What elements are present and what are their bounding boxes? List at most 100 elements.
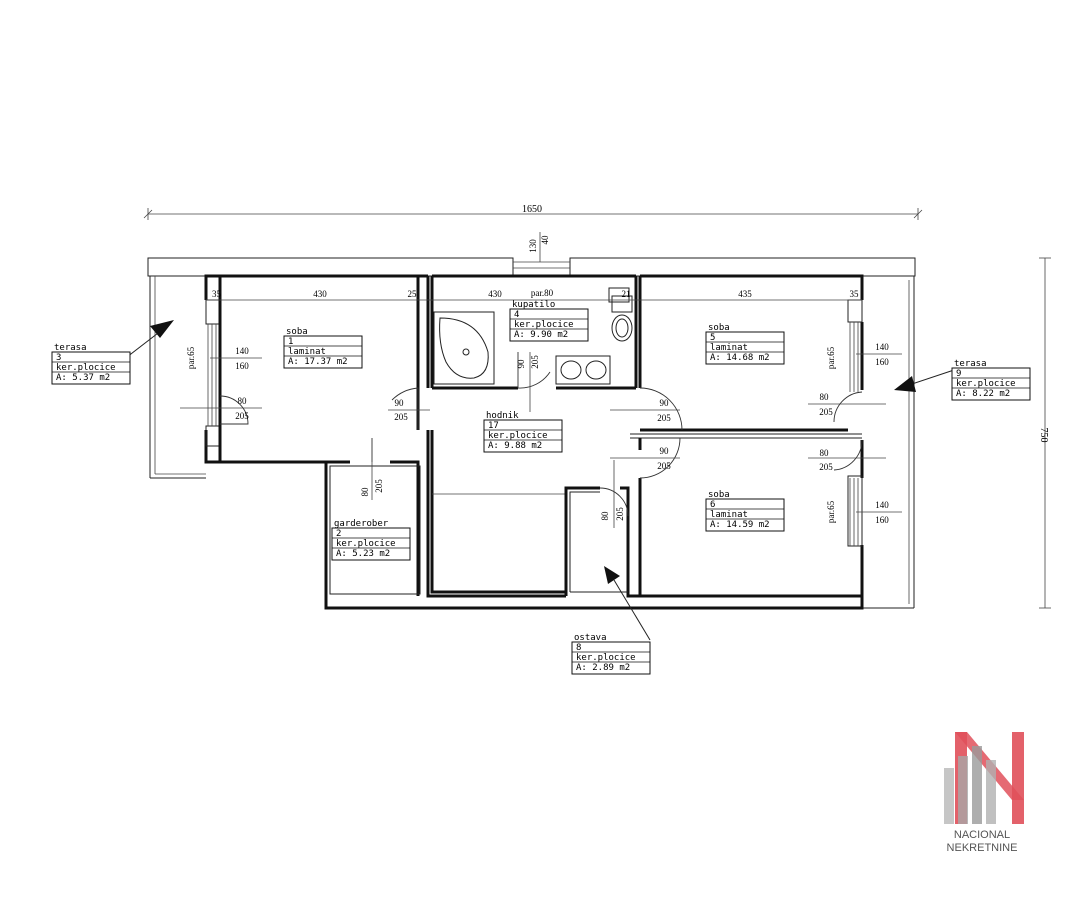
door-soba1-hodnik [391, 387, 419, 430]
bathtub-icon [433, 311, 495, 385]
room-area: A: 14.59 m2 [710, 520, 770, 530]
room-label-box [705, 498, 785, 532]
room-number: 17 [488, 421, 499, 431]
nacional-nekretnine-logo: NACIONAL NEKRETNINE [944, 732, 1024, 854]
room-area: A: 5.23 m2 [336, 549, 390, 559]
logo-line2: NEKRETNINE [947, 842, 1018, 854]
overall-width-label: 1650 [522, 204, 542, 215]
dim-left-h: 160 [235, 361, 249, 371]
dim-door8-h: 205 [615, 507, 625, 521]
dim-door6-h: 205 [657, 461, 671, 471]
dim-130: 130 [528, 239, 538, 253]
dim-door6t-h: 205 [819, 462, 833, 472]
dim-door2-h: 205 [374, 479, 384, 493]
windows [207, 322, 859, 546]
internal-dimensions: 35 430 25 430 par.80 21 435 35 130 40 pa… [180, 235, 902, 528]
room-area: A: 9.88 m2 [488, 441, 542, 451]
dim-left-w: 140 [235, 346, 249, 356]
room-number: 8 [576, 643, 581, 653]
double-sink-icon [555, 355, 611, 385]
room-area: A: 9.90 m2 [514, 330, 568, 340]
room-number: 2 [336, 529, 341, 539]
room-label-box [283, 335, 363, 369]
overall-height-dimension: 750 [1038, 257, 1051, 609]
room-name: kupatilo [512, 300, 555, 310]
dim-left-sill: par.65 [186, 346, 196, 369]
dim-right-bottom-h: 160 [875, 515, 889, 525]
dim-door1-h: 205 [235, 411, 249, 421]
room-number: 6 [710, 500, 715, 510]
dim-door4-h: 205 [530, 355, 540, 369]
room-name: soba [286, 327, 308, 337]
room-floor: ker.plocice [956, 379, 1016, 389]
room-name: terasa [954, 359, 987, 369]
room-label-box [331, 527, 411, 561]
dim-door1b-w: 90 [395, 398, 405, 408]
room-floor: laminat [710, 343, 748, 353]
room-floor: ker.plocice [56, 363, 116, 373]
room-area: A: 5.37 m2 [56, 373, 110, 383]
bathroom-fixtures [433, 287, 633, 385]
room-floor: laminat [710, 510, 748, 520]
toilet-icon [611, 314, 633, 342]
room-label-box [51, 351, 131, 385]
room-floor: ker.plocice [514, 320, 574, 330]
room-name: ostava [574, 633, 607, 643]
dim-door1b-h: 205 [394, 412, 408, 422]
dim-right-bottom-sill: par.65 [826, 500, 836, 523]
dim-par80: par.80 [531, 288, 554, 298]
dim-35-left: 35 [212, 289, 222, 299]
door-soba5-terasa [833, 391, 863, 423]
room-name: soba [708, 323, 730, 333]
right-terrace-outline [862, 276, 915, 609]
logo-line1: NACIONAL [954, 829, 1010, 841]
dim-door2-w: 80 [360, 487, 370, 497]
room-number: 1 [288, 337, 293, 347]
room-floor: ker.plocice [488, 431, 548, 441]
room-label-box [571, 641, 651, 675]
room-area: A: 14.68 m2 [710, 353, 770, 363]
toilet-tank-icon [608, 287, 630, 303]
room-label-box [483, 419, 563, 453]
door-kupatilo [517, 352, 551, 389]
dim-door5-w: 90 [660, 398, 670, 408]
room-name: soba [708, 490, 730, 500]
door-soba6 [639, 437, 681, 479]
walls [204, 274, 864, 610]
room-number: 3 [56, 353, 61, 363]
dim-door6-w: 90 [660, 446, 670, 456]
room-number: 4 [514, 310, 519, 320]
top-facade [147, 232, 916, 277]
room-name: hodnik [486, 411, 519, 421]
dim-25: 25 [408, 289, 418, 299]
room-area: A: 8.22 m2 [956, 389, 1010, 399]
dim-door5t-w: 80 [820, 392, 830, 402]
overall-height-label: 750 [1038, 428, 1049, 443]
dim-40: 40 [540, 235, 550, 245]
room-label-box [509, 308, 589, 342]
dim-door4-w: 90 [516, 359, 526, 369]
dim-430-left: 430 [313, 289, 327, 299]
dim-door5t-h: 205 [819, 407, 833, 417]
door-soba1-terasa [219, 395, 249, 425]
room-floor: ker.plocice [576, 653, 636, 663]
doors [219, 352, 863, 517]
dim-right-top-sill: par.65 [826, 346, 836, 369]
room-floor: ker.plocice [336, 539, 396, 549]
room-area: A: 2.89 m2 [576, 663, 630, 673]
room-label-box [705, 331, 785, 365]
dim-right-bottom-w: 140 [875, 500, 889, 510]
dim-door1-w: 80 [238, 396, 248, 406]
left-terrace-outline [149, 276, 206, 479]
room-area: A: 17.37 m2 [288, 357, 348, 367]
